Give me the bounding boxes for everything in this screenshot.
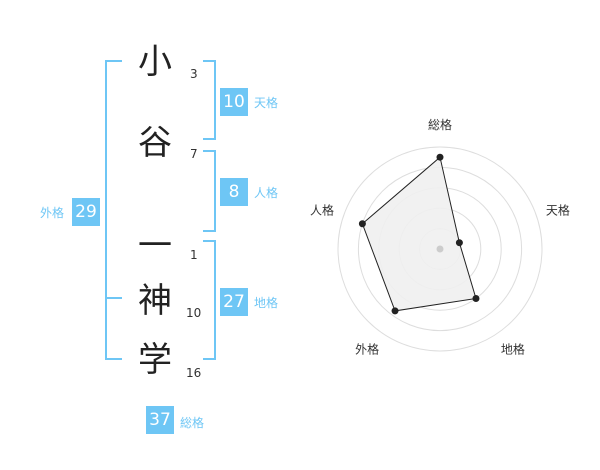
- gaikaku-bracket: [105, 60, 122, 360]
- stroke-count-1: 3: [190, 67, 198, 81]
- gaikaku-value: 29: [72, 198, 100, 226]
- chikaku-label: 地格: [254, 296, 279, 310]
- jinkaku-value: 8: [220, 178, 248, 206]
- radar-center-dot: [436, 245, 444, 253]
- tenkaku-label: 天格: [254, 96, 279, 110]
- stroke-count-4: 10: [186, 306, 202, 320]
- stroke-count-2: 7: [190, 147, 198, 161]
- tenkaku-value: 10: [220, 88, 248, 116]
- gaikaku-label: 外格: [40, 206, 65, 220]
- radar-area: [361, 156, 477, 312]
- jinkaku-label: 人格: [254, 186, 279, 200]
- tenkaku-bracket: [203, 60, 216, 140]
- gaikaku-bracket-divider: [105, 297, 122, 299]
- radar-point: [358, 220, 366, 228]
- soukaku-value: 37: [146, 406, 174, 434]
- radar-point: [472, 295, 480, 303]
- radar-point: [455, 239, 463, 247]
- stroke-count-3: 1: [190, 248, 198, 262]
- name-char-4: 神: [138, 281, 172, 321]
- soukaku-label: 総格: [180, 416, 205, 430]
- name-char-1: 小: [138, 42, 172, 82]
- chikaku-value: 27: [220, 288, 248, 316]
- name-char-5: 学: [138, 340, 172, 380]
- radar-axis-label: 天格: [546, 203, 570, 218]
- radar-axis-label: 人格: [310, 203, 334, 218]
- radar-axis-label: 外格: [355, 341, 379, 356]
- radar-axis-label: 総格: [428, 117, 452, 132]
- name-char-2: 谷: [138, 123, 172, 163]
- radar-point: [436, 153, 444, 161]
- radar-point: [391, 307, 399, 315]
- chikaku-bracket: [203, 240, 216, 360]
- jinkaku-bracket: [203, 150, 216, 232]
- stroke-count-5: 16: [186, 366, 202, 380]
- radar-axis-label: 地格: [501, 341, 525, 356]
- name-char-3: 一: [138, 226, 172, 266]
